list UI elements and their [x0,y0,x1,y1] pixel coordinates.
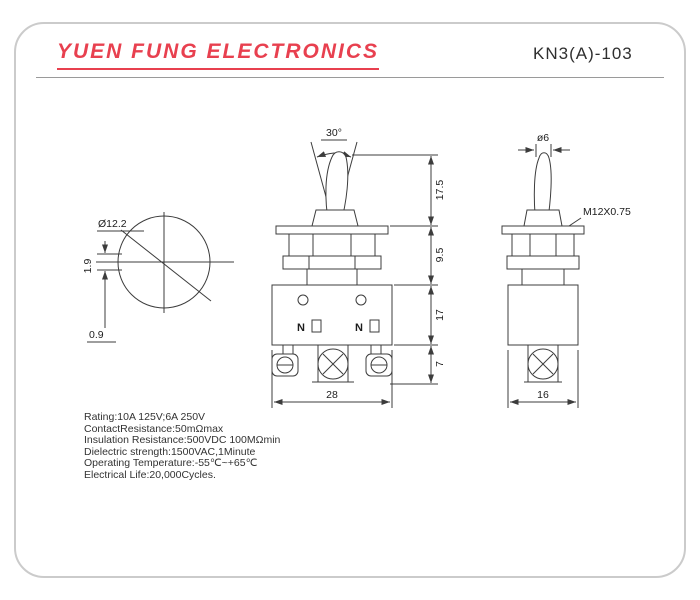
dim-0-9-label: 0.9 [89,329,104,341]
lever-diameter-dim: ø6 [518,132,570,157]
dim-key-offset: 0.9 [87,283,116,343]
front-view-dimensions: 17.5 9.5 17 7 28 [271,154,446,408]
side-hex-nut [511,233,575,257]
side-view-drawing: ø6 M12X0.75 16 [501,132,631,408]
contact-mark-left [311,319,322,333]
top-view-drawing: Ø12.2 1.9 0.9 [82,212,234,343]
lever-diameter-label: ø6 [537,132,549,144]
dim-1-9-label: 1.9 [82,259,94,274]
dim-28-label: 28 [326,389,338,401]
contact-mark-right [369,319,380,333]
spec-insulation-resistance: Insulation Resistance:500VDC 100MΩmin [84,434,281,446]
side-panel-nut [506,255,580,270]
dim-17-label: 17 [434,309,446,321]
side-lock-washer [501,225,585,235]
front-toggle-lever [325,151,349,227]
dim-key-height: 1.9 [82,241,122,283]
top-view-diameter-label: Ø12.2 [98,218,127,230]
front-panel-nut [282,255,382,270]
spec-contact-resistance: ContactResistance:50mΩmax [84,422,224,435]
model-number: KN3(A)-103 [533,44,633,63]
pole-label-left: N [297,322,305,334]
specs-block: Rating:10A 125V;6A 250V ContactResistanc… [84,411,281,481]
technical-drawing: Ø12.2 1.9 0.9 30° [82,127,631,408]
front-terminal-left [271,344,299,377]
front-rivet-right [355,294,367,306]
side-view-dimensions: 16 [507,350,579,408]
front-neck [306,268,358,286]
spec-operating-temperature: Operating Temperature:-55℃~+65℃ [84,457,258,469]
dim-7-label: 7 [434,361,446,367]
front-view-drawing: 30° N N [271,127,446,408]
spec-dielectric-strength: Dielectric strength:1500VAC,1Minute [84,445,256,458]
dim-17-5-label: 17.5 [434,180,446,201]
diameter-leader-line [120,229,212,302]
dim-16-label: 16 [537,389,549,401]
side-bushing [523,209,563,227]
front-terminal-right [365,344,393,377]
thread-label: M12X0.75 [583,206,631,218]
pole-label-right: N [355,322,363,334]
side-terminal-screw [524,345,562,383]
header-divider [36,77,664,78]
front-bushing [311,209,359,227]
front-body [271,284,393,346]
brand-title: YUEN FUNG ELECTRONICS [57,40,380,70]
side-toggle-lever [533,152,552,227]
side-body [507,284,579,346]
angle-label: 30° [326,127,342,139]
angle-arc-left [316,151,335,158]
side-neck [521,268,565,286]
spec-electrical-life: Electrical Life:20,000Cycles. [84,468,216,481]
front-terminal-center-screw [312,345,354,383]
front-hex-nut [288,233,376,257]
front-lock-washer [275,225,389,235]
spec-rating: Rating:10A 125V;6A 250V [84,411,206,423]
front-rivet-left [297,294,309,306]
dim-9-5-label: 9.5 [434,248,446,263]
